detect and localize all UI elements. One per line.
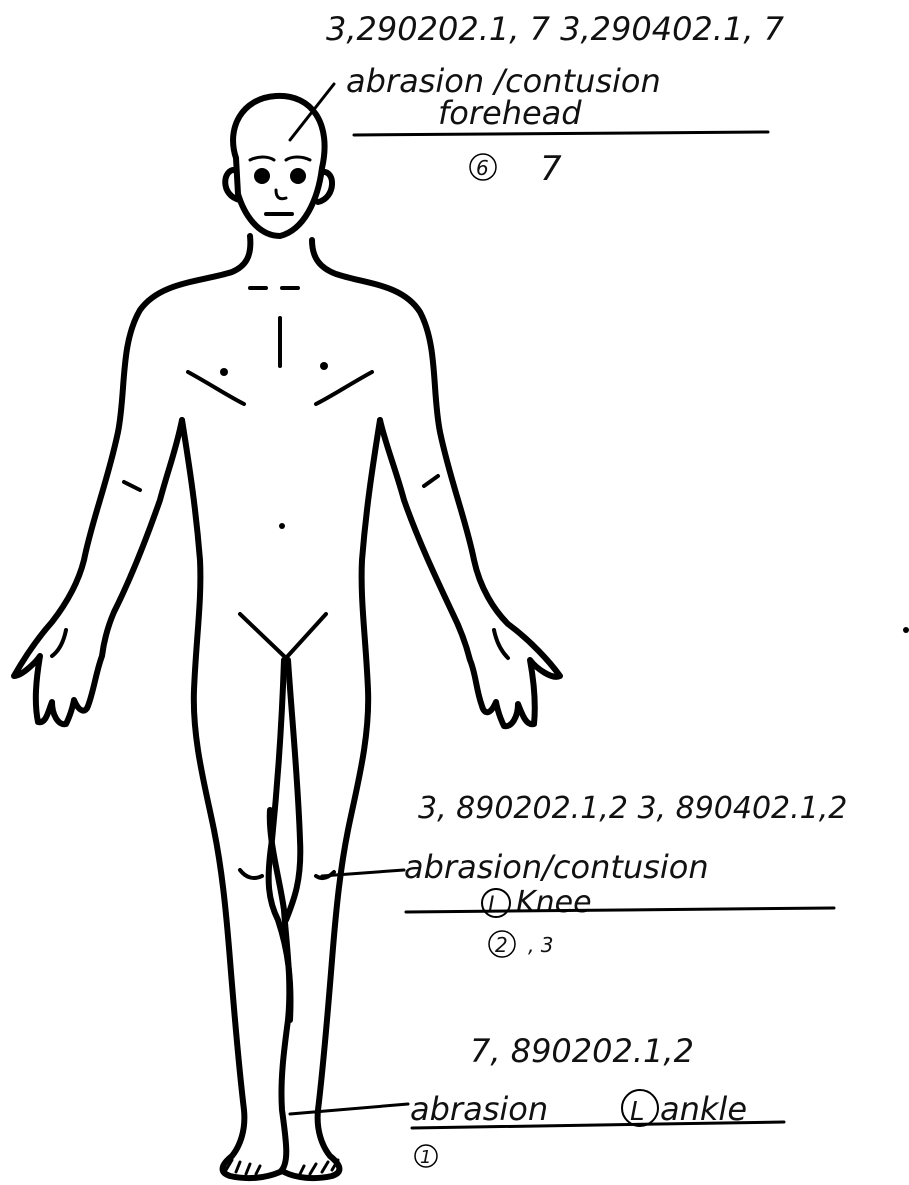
forehead-codes: 3,290202.1, 7 3,290402.1, 7 (326, 10, 785, 48)
left-brow (250, 157, 274, 160)
nose (276, 190, 286, 199)
right-brow (286, 157, 310, 160)
annotation-ankle: 7, 890202.1,2 abrasion L ankle 1 (290, 1032, 784, 1168)
annotation-forehead: 3,290202.1, 7 3,290402.1, 7 abrasion /co… (290, 10, 785, 189)
groin-line (240, 614, 326, 658)
knee-line1: abrasion/contusion (404, 848, 709, 886)
knee-codes: 3, 890202.1,2 3, 890402.1,2 (418, 791, 847, 826)
ankle-side-mark: L (630, 1097, 645, 1127)
right-eye (290, 168, 306, 184)
inner-leg-line-right (286, 660, 300, 920)
forehead-underline (354, 132, 768, 135)
right-elbow-mark (424, 476, 438, 486)
chest-right (316, 372, 372, 404)
knee-line2: Knee (516, 885, 592, 920)
ankle-leader-line (290, 1104, 408, 1114)
annotation-knee: 3, 890202.1,2 3, 890402.1,2 abrasion/con… (322, 791, 847, 957)
left-knee-mark (240, 870, 262, 878)
left-arm-outline (14, 236, 250, 724)
knee-side-mark: L (488, 893, 500, 918)
right-nipple (320, 362, 328, 370)
right-arm-outline (312, 240, 560, 726)
ankle-ref-circled: 1 (420, 1147, 431, 1168)
left-eye (254, 168, 270, 184)
chest-left (188, 372, 244, 404)
navel (279, 523, 285, 529)
right-toes (300, 1160, 338, 1174)
forehead-leader-line (290, 84, 334, 140)
ankle-line1: abrasion (410, 1090, 548, 1128)
ankle-codes: 7, 890202.1,2 (470, 1032, 694, 1070)
right-palm (494, 630, 508, 658)
forehead-ref-circled: 6 (476, 156, 489, 180)
knee-underline (406, 908, 834, 912)
inner-leg-line (269, 660, 291, 1020)
body-outline (14, 96, 560, 1178)
left-elbow-mark (124, 482, 140, 490)
left-palm (52, 630, 66, 656)
forehead-ref-plain: 7 (540, 149, 562, 189)
knee-ref-plain: , 3 (528, 933, 553, 957)
knee-ref-circled: 2 (495, 933, 508, 957)
stray-mark (903, 627, 909, 633)
left-toes (226, 1160, 260, 1174)
forehead-line2: forehead (438, 94, 582, 132)
left-nipple (220, 368, 228, 376)
